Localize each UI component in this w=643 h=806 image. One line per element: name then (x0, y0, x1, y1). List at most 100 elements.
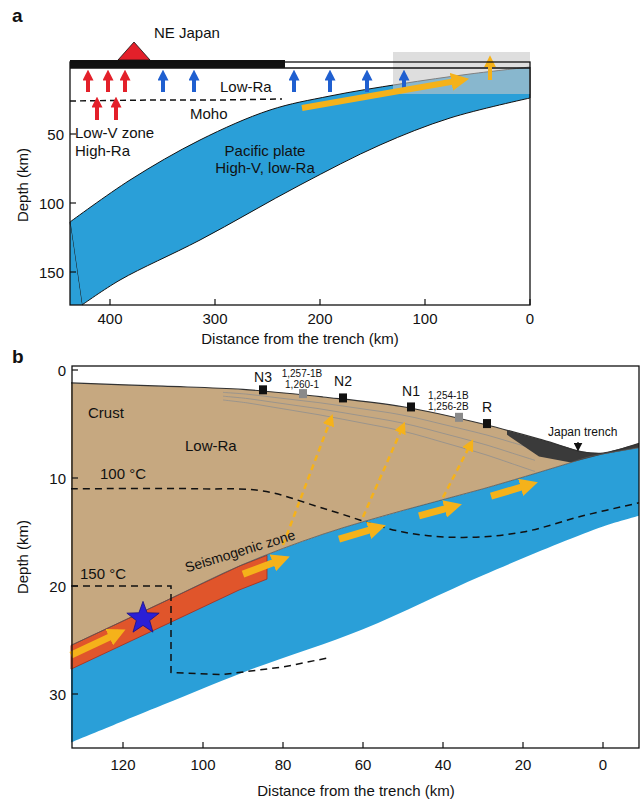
helium-arrow (365, 74, 369, 92)
isotherm-150 (71, 586, 331, 675)
site-label: N1 (402, 384, 420, 398)
site-label: R (482, 400, 492, 414)
zone-label: Seismogenic zone (183, 528, 297, 575)
tick-label: 0 (599, 757, 607, 772)
panel-a (70, 42, 530, 305)
site-marker (299, 389, 307, 398)
pacific-plate (70, 222, 82, 305)
tick-mark (522, 742, 523, 748)
site-marker (483, 419, 491, 428)
tick-label: 20 (515, 757, 532, 772)
tick-label: 30 (49, 687, 66, 702)
moho-line (70, 99, 282, 101)
tick-mark (424, 299, 425, 305)
helium-arrow (86, 74, 90, 92)
tick-label: 10 (49, 471, 66, 486)
tick-mark (72, 693, 78, 694)
axis-title: Distance from the trench (km) (257, 783, 455, 798)
isotherm-100 (71, 489, 639, 538)
tick-mark (282, 742, 283, 748)
tick-label: 100 (412, 311, 437, 326)
tick-mark (122, 742, 123, 748)
tick-label: 40 (435, 757, 452, 772)
axis-title: Depth (km) (15, 520, 30, 594)
fluid-arrow (302, 80, 462, 108)
tick-label: 400 (97, 311, 122, 326)
tick-mark (529, 299, 530, 305)
site-label: N2 (334, 374, 352, 388)
site-marker (259, 385, 267, 394)
slab-top-line (71, 448, 639, 646)
fluid-arrow (339, 527, 379, 539)
sediment-layer (223, 396, 535, 460)
tick-label: 50 (47, 127, 64, 142)
axis-frame (72, 366, 639, 748)
region-label: High-Ra (75, 143, 130, 158)
helium-arrow (95, 101, 99, 120)
hole-label: 1,254-1B (428, 391, 469, 401)
region-label: Pacific plate (225, 143, 306, 158)
region-label: Low-V zone (75, 125, 154, 140)
helium-arrow (161, 74, 165, 92)
site-marker (455, 413, 463, 422)
tick-mark (70, 202, 76, 203)
tick-mark (362, 742, 363, 748)
axis-frame (70, 62, 530, 305)
trench-pointer (577, 442, 578, 448)
tick-label: 60 (355, 757, 372, 772)
earthquake-star (127, 601, 159, 632)
helium-arrow (106, 74, 110, 92)
fluid-arrow (71, 633, 119, 656)
fluid-path (443, 443, 471, 497)
tick-mark (602, 742, 603, 748)
tick-mark (72, 369, 78, 370)
region-label: Crust (88, 405, 124, 420)
surface-line (71, 383, 639, 454)
helium-arrow (123, 74, 127, 92)
region-label: High-V, low-Ra (215, 160, 315, 175)
region-label: NE Japan (154, 25, 220, 40)
tick-mark (70, 271, 76, 272)
feature-label: Japan trench (548, 426, 617, 438)
boundary-label: Moho (190, 106, 228, 121)
hole-label: 1,260-1 (285, 380, 319, 390)
tick-label: 80 (275, 757, 292, 772)
tick-label: 200 (307, 311, 332, 326)
tick-label: 100 (190, 757, 215, 772)
axis-title: Distance from the trench (km) (201, 331, 399, 346)
isotherm-label: 150 °C (80, 566, 126, 581)
panel-b (71, 366, 639, 748)
arc-bar (70, 60, 285, 68)
region-label: Low-Ra (185, 438, 237, 453)
sediment-layer (223, 392, 535, 449)
tick-mark (72, 585, 78, 586)
helium-arrow (192, 74, 196, 92)
region-label: Low-Ra (220, 79, 272, 94)
axis-title: Depth (km) (15, 148, 30, 222)
volcano-symbol (118, 42, 150, 60)
fluid-path (283, 419, 331, 545)
sediment-layer (223, 400, 535, 472)
fluid-arrow (419, 506, 455, 516)
fluid-arrow (243, 559, 283, 574)
site-marker (407, 402, 415, 411)
helium-arrow (328, 74, 332, 92)
tick-mark (109, 299, 110, 305)
panel-letter: a (12, 6, 23, 25)
site-label: N3 (254, 370, 272, 384)
tick-mark (72, 477, 78, 478)
tick-label: 300 (202, 311, 227, 326)
tick-label: 100 (39, 196, 64, 211)
site-marker (339, 393, 347, 402)
helium-arrow (114, 101, 118, 120)
tick-label: 120 (110, 757, 135, 772)
hole-label: 1,256-2B (428, 402, 469, 412)
isotherm-label: 100 °C (100, 466, 146, 481)
tick-mark (442, 742, 443, 748)
tick-label: 150 (39, 265, 64, 280)
seismogenic-zone (71, 555, 267, 669)
hole-label: 1,257-1B (282, 369, 323, 379)
